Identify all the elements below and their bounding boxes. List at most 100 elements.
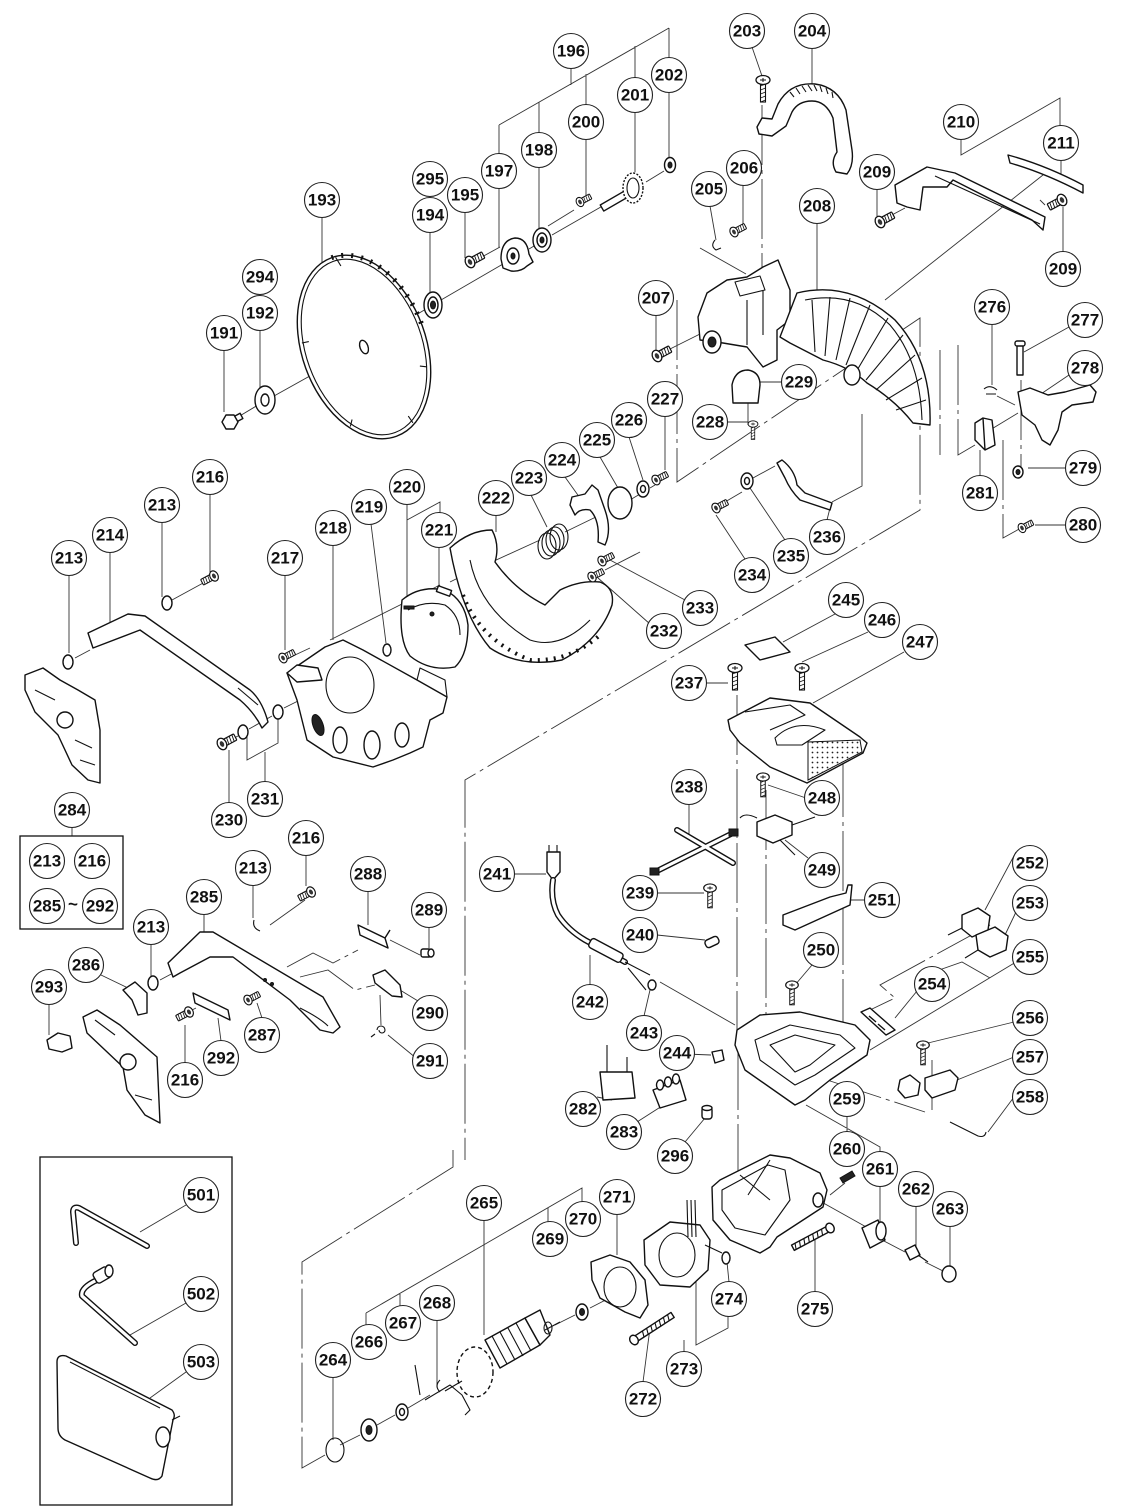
brush-cap-263: [941, 1265, 957, 1283]
part-number: 290: [416, 1004, 444, 1023]
part-number: 245: [832, 591, 860, 610]
carbon-brush-262: [904, 1244, 929, 1263]
plate-286: [122, 981, 148, 1016]
screw-207: [649, 343, 674, 365]
lock-lever-278: [1017, 384, 1097, 446]
blade-bolt: [221, 412, 244, 430]
outer-flange: [423, 291, 443, 319]
kit-item-292: 292: [81, 887, 119, 925]
cord-242: [549, 877, 657, 991]
part-number: 260: [833, 1140, 861, 1159]
part-number: 249: [808, 861, 836, 880]
part-number: 223: [515, 469, 543, 488]
callout-265: 265: [465, 1184, 503, 1222]
kit-box: [19, 835, 124, 930]
part-number: 219: [355, 498, 383, 517]
part-number: 201: [621, 86, 649, 105]
callout-222: 222: [477, 479, 515, 517]
callout-271: 271: [598, 1178, 636, 1216]
part-number: 251: [868, 891, 896, 910]
baffle-271: [590, 1254, 649, 1319]
part-number: 220: [393, 478, 421, 497]
callout-202: 202: [650, 56, 688, 94]
accessories-box: [39, 1156, 233, 1506]
callout-201: 201: [616, 76, 654, 114]
part-number: 284: [58, 801, 87, 820]
part-number: 213: [239, 859, 267, 878]
part-number: 211: [1047, 134, 1074, 153]
washer-231b: [272, 704, 284, 720]
callout-255: 255: [1011, 938, 1049, 976]
handle-grip-247: [727, 697, 868, 784]
part-number: 232: [650, 622, 678, 641]
part-number: 272: [629, 1390, 657, 1409]
bolt-230: [214, 731, 239, 753]
callout-282: 282: [564, 1090, 602, 1128]
upper-guard: [779, 289, 931, 426]
part-number: 282: [569, 1100, 597, 1119]
part-number: 261: [866, 1160, 894, 1179]
washer-231a: [237, 724, 249, 740]
washer-213d: [253, 919, 261, 932]
callout-229: 229: [780, 363, 818, 401]
ball-bearing-202: [663, 156, 677, 174]
callout-240: 240: [621, 916, 659, 954]
part-number: 193: [308, 191, 336, 210]
clip-221: [435, 585, 453, 597]
part-number: 502: [187, 1285, 215, 1304]
callout-213-b: 213: [50, 539, 88, 577]
part-number: 241: [483, 865, 511, 884]
part-number: 283: [610, 1123, 638, 1142]
kit-item-213: 213: [28, 842, 66, 880]
part-number: 286: [72, 956, 100, 975]
part-number: 248: [808, 789, 836, 808]
part-number: 273: [670, 1360, 698, 1379]
washer-213c: [147, 975, 159, 991]
callout-257: 257: [1011, 1038, 1049, 1076]
part-number: 503: [187, 1353, 215, 1372]
part-number: 281: [966, 484, 994, 503]
screw-239: [703, 883, 717, 909]
fence-bracket-upper: [24, 667, 101, 784]
base-housing-255: [734, 1011, 871, 1106]
washer-226: [636, 480, 650, 498]
callout-226: 226: [610, 401, 648, 439]
flange-washer: [254, 385, 276, 415]
guard-plate-225: [607, 486, 633, 520]
part-number: 196: [557, 42, 585, 61]
part-number: 263: [936, 1200, 964, 1219]
callout-274: 274: [710, 1280, 748, 1318]
callout-216-b: 216: [287, 819, 325, 857]
callout-250: 250: [802, 931, 840, 969]
part-number: 239: [626, 884, 654, 903]
clamp-240: [704, 935, 720, 949]
part-number: 259: [833, 1090, 861, 1109]
pin-277: [1014, 340, 1026, 376]
part-number: 209: [863, 163, 891, 182]
screw-228: [747, 420, 759, 440]
callout-262: 262: [897, 1170, 935, 1208]
wiring-238: [649, 827, 739, 876]
callout-208: 208: [798, 187, 836, 225]
stator-273: [643, 1199, 711, 1288]
brush-holder-257: [897, 1069, 959, 1099]
callout-227: 227: [646, 380, 684, 418]
callout-292: 292: [202, 1039, 240, 1077]
part-number: 224: [548, 451, 577, 470]
arm-214: [87, 613, 269, 729]
callout-289: 289: [410, 891, 448, 929]
callout-283: 283: [605, 1113, 643, 1151]
callout-294: 294: [241, 258, 279, 296]
part-number: 197: [485, 162, 513, 181]
bearing-266: [360, 1418, 378, 1442]
label-254: [860, 1007, 896, 1036]
part-number: 291: [416, 1052, 444, 1071]
callout-207: 207: [637, 279, 675, 317]
callout-211: 211: [1042, 124, 1080, 162]
part-number: 208: [803, 197, 831, 216]
callout-223: 223: [510, 459, 548, 497]
part-number: 225: [583, 431, 611, 450]
spring-260: [839, 1170, 856, 1184]
part-number: 287: [248, 1026, 276, 1045]
callout-286: 286: [67, 946, 105, 984]
